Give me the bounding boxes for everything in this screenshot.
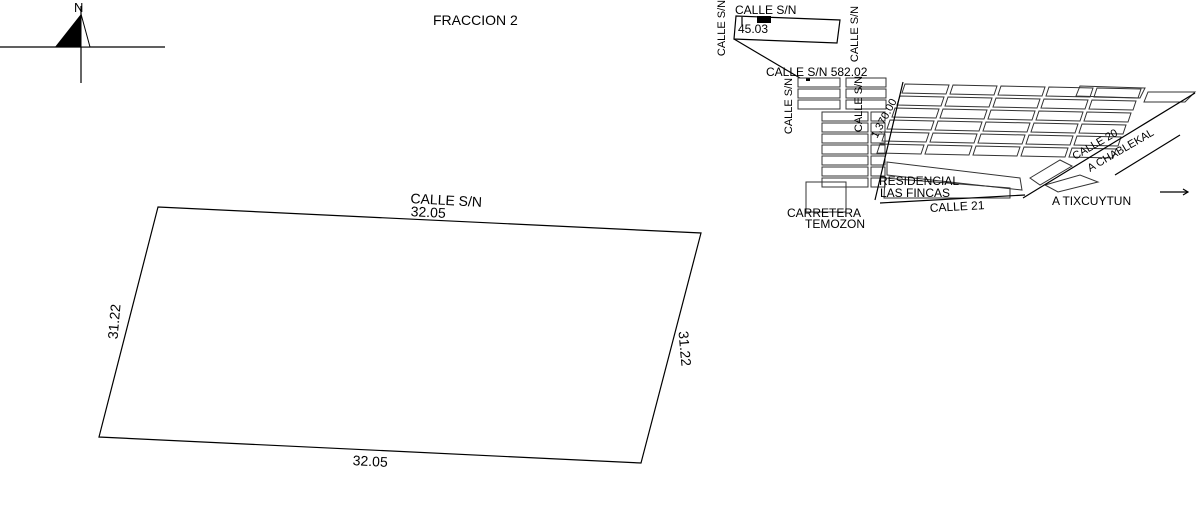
city-block — [1078, 123, 1127, 135]
city-block — [982, 121, 1031, 133]
city-block — [891, 107, 940, 119]
city-block — [1143, 91, 1197, 103]
city-block — [1035, 110, 1084, 122]
city-block — [883, 177, 1011, 199]
city-block — [821, 155, 869, 166]
city-block — [876, 143, 925, 155]
city-block — [1088, 99, 1137, 111]
inset-top-street: CALLE S/N — [735, 3, 796, 17]
city-block — [997, 85, 1046, 97]
parcel-top-length: 32.05 — [410, 203, 446, 221]
city-block — [992, 97, 1041, 109]
city-block — [797, 77, 841, 88]
city-block — [977, 133, 1026, 145]
city-block — [797, 99, 841, 110]
city-block — [821, 133, 869, 144]
residencial-line2: LAS FINCAS — [880, 186, 950, 200]
city-block — [797, 88, 841, 99]
city-block — [896, 95, 945, 107]
city-block — [944, 96, 993, 108]
city-block — [845, 88, 887, 99]
city-block — [821, 122, 869, 133]
city-block — [845, 77, 887, 88]
calle-21: CALLE 21 — [929, 198, 985, 215]
city-block — [821, 144, 869, 155]
street-distance-label: CALLE S/N 582.02 — [766, 65, 868, 79]
parcel-right-length: 31.22 — [675, 330, 694, 367]
city-block — [1025, 134, 1074, 146]
city-block — [1020, 146, 1069, 158]
city-blocks — [797, 77, 1197, 213]
parcel: CALLE S/N 32.05 32.05 31.22 31.22 — [98, 190, 702, 470]
city-block — [1030, 122, 1079, 134]
city-block — [987, 109, 1036, 121]
location-map: CALLE S/N 45.03 CALLE S/N CALLE S/N CALL… — [716, 0, 1197, 231]
parcel-left-length: 31.22 — [105, 303, 124, 340]
north-label: N — [74, 0, 83, 15]
inset-left-street: CALLE S/N — [716, 0, 728, 56]
arrow-chablekal-icon — [1114, 134, 1181, 176]
city-block — [821, 111, 869, 122]
city-block — [870, 144, 886, 155]
city-block — [1029, 159, 1074, 186]
city-block — [870, 166, 886, 177]
city-block — [1068, 147, 1117, 159]
city-block — [1045, 86, 1094, 98]
inset-distance: 45.03 — [738, 22, 768, 36]
parcel-outline — [98, 206, 702, 464]
left-street: CALLE S/N — [783, 78, 795, 134]
carretera-line1: CARRETERA — [787, 206, 861, 220]
city-block — [870, 155, 886, 166]
parcel-top-street: CALLE S/N — [410, 190, 482, 210]
inset-right-street: CALLE S/N — [849, 6, 861, 62]
carretera-line2: TEMOZON — [805, 217, 865, 231]
city-block — [924, 144, 973, 156]
north-arrow-icon: N — [0, 0, 165, 83]
city-block — [886, 161, 1023, 191]
city-block — [949, 84, 998, 96]
parcel-bottom-length: 32.05 — [352, 452, 388, 470]
city-block — [972, 145, 1021, 157]
city-block — [1040, 98, 1089, 110]
city-block — [929, 132, 978, 144]
city-block — [881, 131, 930, 143]
city-block — [1075, 85, 1146, 99]
city-block — [870, 111, 886, 122]
inset-parcel — [733, 15, 841, 44]
city-block — [1083, 111, 1132, 123]
residencial-line1: RESIDENCIAL — [879, 174, 959, 188]
city-block — [939, 108, 988, 120]
city-block — [901, 83, 950, 95]
city-block — [1043, 174, 1100, 193]
a-tixcuytun: A TIXCUYTUN — [1052, 194, 1131, 208]
inner-street: CALLE S/N — [853, 76, 865, 132]
city-block — [934, 120, 983, 132]
city-block — [870, 122, 886, 133]
drawing-title: FRACCION 2 — [433, 12, 518, 28]
city-block — [845, 99, 887, 110]
city-block — [1073, 135, 1122, 147]
city-block — [886, 119, 935, 131]
city-block — [870, 133, 886, 144]
city-block — [821, 166, 869, 177]
city-block — [805, 181, 847, 213]
